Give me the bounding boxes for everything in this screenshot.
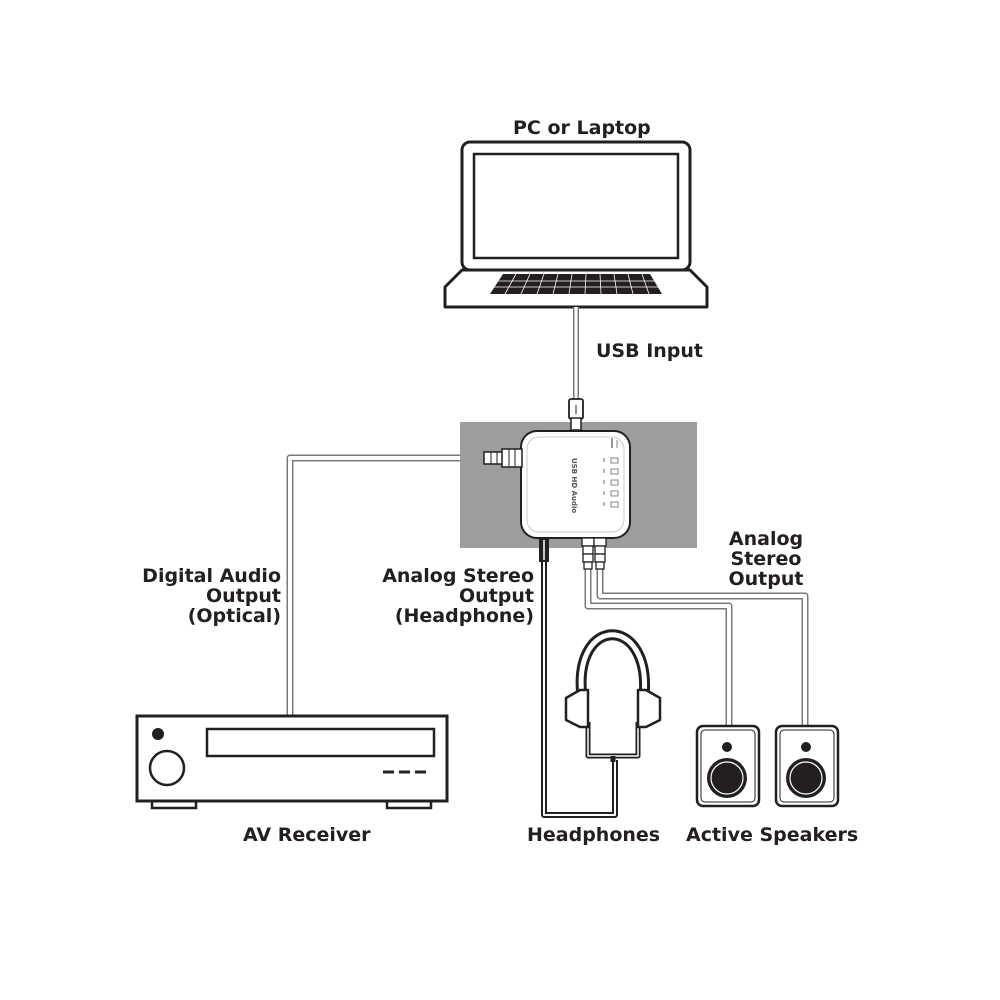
analog-output-line-2: Stereo — [730, 548, 802, 570]
optical-connector-icon — [483, 448, 523, 468]
headphone-plug-icon — [539, 538, 549, 562]
speaker-left-icon — [695, 724, 761, 808]
headphone-cable — [541, 560, 641, 818]
rca-cables — [584, 568, 809, 726]
digital-output-label: Digital Audio Output (Optical) — [142, 566, 281, 626]
headphones-icon — [564, 629, 662, 729]
digital-output-line-3: (Optical) — [187, 605, 281, 627]
active-speakers-label: Active Speakers — [686, 824, 859, 846]
analog-output-label: Analog Stereo Output — [718, 529, 814, 589]
analog-output-line-3: Output — [728, 568, 804, 590]
digital-output-line-1: Digital Audio — [142, 565, 281, 587]
analog-output-line-1: Analog — [728, 528, 804, 550]
usb-input-label: USB Input — [596, 340, 704, 362]
usb-hd-audio-device: USB HD Audio — [520, 430, 631, 539]
headphone-output-line-2: Output — [459, 585, 534, 607]
rca-plug-icon — [581, 537, 607, 570]
usb-plug-icon — [568, 398, 584, 431]
av-receiver-icon — [135, 714, 449, 810]
pc-label: PC or Laptop — [513, 117, 651, 139]
optical-cable — [286, 454, 486, 716]
device-name: USB HD Audio — [570, 458, 578, 513]
headphone-output-line-1: Analog Stereo — [382, 565, 534, 587]
av-receiver-label: AV Receiver — [243, 824, 371, 846]
digital-output-line-2: Output — [206, 585, 281, 607]
headphone-output-label: Analog Stereo Output (Headphone) — [382, 566, 534, 626]
headphone-output-line-3: (Headphone) — [394, 605, 534, 627]
speaker-right-icon — [774, 724, 840, 808]
laptop-icon — [443, 140, 709, 309]
headphones-label: Headphones — [527, 824, 661, 846]
